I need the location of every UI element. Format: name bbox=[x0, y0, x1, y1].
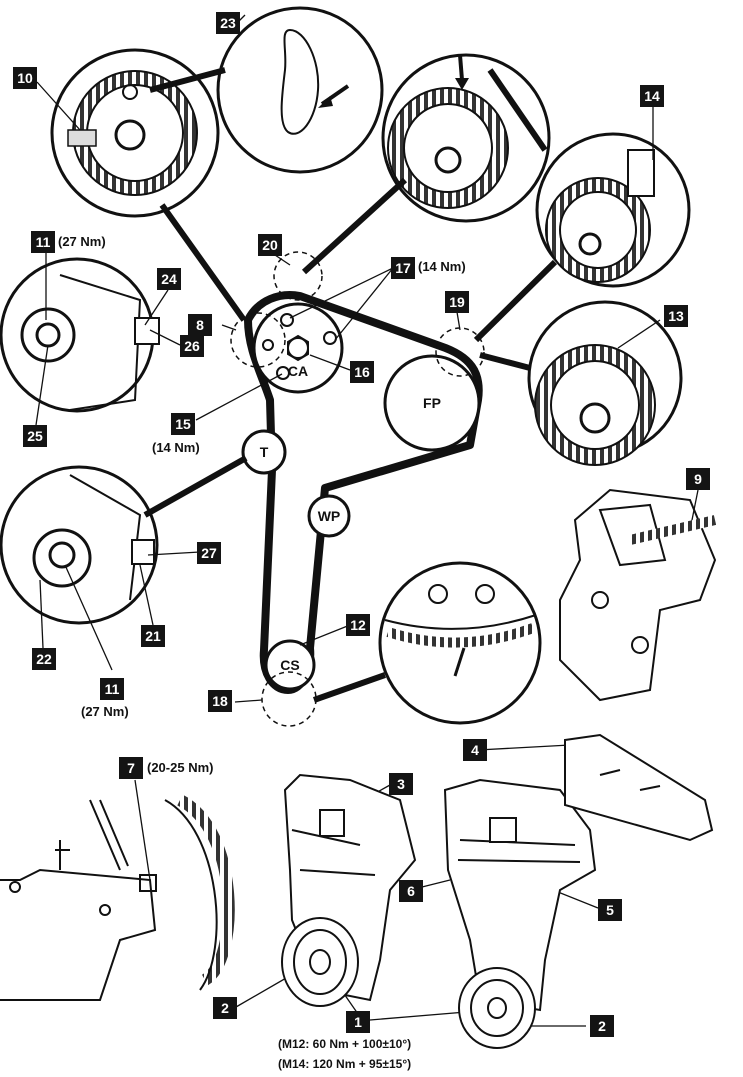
detail-crank-mark-12 bbox=[378, 561, 542, 725]
detail-sprocket-14 bbox=[535, 132, 691, 288]
label-2-right: 2 bbox=[590, 1015, 614, 1037]
detail-sprocket-13 bbox=[527, 300, 683, 466]
label-14: 14 bbox=[640, 85, 664, 107]
label-cs: CS bbox=[280, 657, 299, 673]
crankshaft-pulley bbox=[264, 639, 316, 691]
label-t: T bbox=[260, 444, 269, 460]
label-20: 20 bbox=[258, 234, 282, 256]
label-10: 10 bbox=[13, 67, 37, 89]
label-15: 15 bbox=[171, 413, 195, 435]
label-1: 1 bbox=[346, 1011, 370, 1033]
label-7: 7 bbox=[119, 757, 143, 779]
camshaft-pulley bbox=[252, 302, 344, 394]
label-19: 19 bbox=[445, 291, 469, 313]
injection-pump-9 bbox=[559, 488, 717, 702]
torque-15: (14 Nm) bbox=[152, 440, 200, 455]
label-12: 12 bbox=[346, 614, 370, 636]
label-wp: WP bbox=[318, 508, 341, 524]
detail-top-right-sprocket bbox=[381, 53, 551, 223]
torque-m14: (M14: 120 Nm + 95±15°) bbox=[278, 1057, 412, 1071]
label-11-bottom: 11 bbox=[100, 678, 124, 700]
label-25: 25 bbox=[23, 425, 47, 447]
label-26: 26 bbox=[180, 335, 204, 357]
label-17: 17 bbox=[391, 257, 415, 279]
torque-11-top: (27 Nm) bbox=[58, 234, 106, 249]
fuel-pump-pulley bbox=[383, 354, 481, 452]
detail-slot-23 bbox=[216, 6, 384, 174]
engine-block-left bbox=[0, 794, 235, 1001]
label-ca: CA bbox=[288, 363, 308, 379]
label-22: 22 bbox=[32, 648, 56, 670]
tensioner-pulley bbox=[241, 429, 287, 475]
label-3: 3 bbox=[389, 773, 413, 795]
label-9: 9 bbox=[686, 468, 710, 490]
detail-leaders bbox=[143, 67, 558, 703]
torque-17: (14 Nm) bbox=[418, 259, 466, 274]
label-21: 21 bbox=[141, 625, 165, 647]
pulley-2-right bbox=[458, 967, 536, 1049]
label-2-left: 2 bbox=[213, 997, 237, 1019]
torque-11-bottom: (27 Nm) bbox=[81, 704, 129, 719]
torque-m12: (M12: 60 Nm + 100±10°) bbox=[278, 1037, 412, 1051]
label-27: 27 bbox=[197, 542, 221, 564]
label-6: 6 bbox=[399, 880, 423, 902]
pulley-2-left bbox=[281, 917, 359, 1007]
label-13: 13 bbox=[664, 305, 688, 327]
label-4: 4 bbox=[463, 739, 487, 761]
label-16: 16 bbox=[350, 361, 374, 383]
label-fp: FP bbox=[423, 395, 441, 411]
label-18: 18 bbox=[208, 690, 232, 712]
label-23: 23 bbox=[216, 12, 240, 34]
label-5: 5 bbox=[598, 899, 622, 921]
water-pump-pulley bbox=[307, 494, 351, 538]
cover-6 bbox=[443, 778, 597, 1012]
detail-cam-sprocket-10 bbox=[50, 48, 220, 218]
label-8: 8 bbox=[188, 314, 212, 336]
torque-7: (20-25 Nm) bbox=[147, 760, 214, 775]
cover-4 bbox=[564, 733, 714, 842]
label-24: 24 bbox=[157, 268, 181, 290]
label-11-top: 11 bbox=[31, 231, 55, 253]
detail-tensioner-11-bottom bbox=[0, 465, 159, 625]
detail-tensioner-11-top bbox=[0, 257, 160, 413]
